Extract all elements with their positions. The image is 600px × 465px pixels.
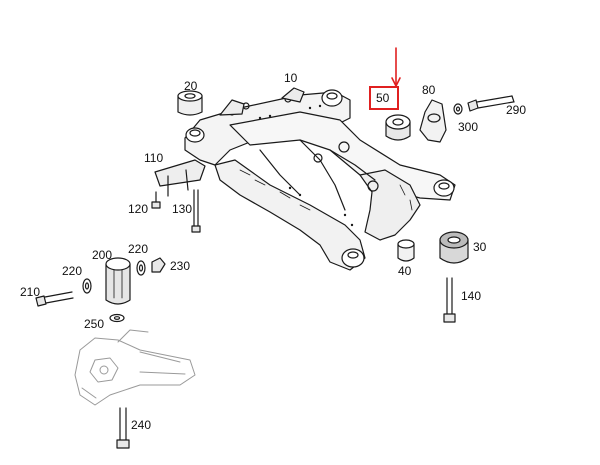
part-290-bolt [467, 95, 515, 112]
label-290: 290 [506, 103, 527, 117]
label-300: 300 [458, 120, 479, 134]
part-80-mount [419, 99, 447, 143]
label-220-right: 220 [128, 242, 149, 256]
label-240: 240 [131, 418, 152, 432]
label-50: 50 [376, 91, 390, 105]
part-230-nut [151, 257, 166, 273]
part-130-bolt [191, 189, 201, 233]
label-230: 230 [170, 259, 191, 273]
rear-axle-carrier [74, 329, 196, 406]
label-80: 80 [422, 83, 436, 97]
label-10: 10 [284, 71, 298, 85]
part-140-bolt [443, 277, 456, 323]
label-20: 20 [184, 79, 198, 93]
label-250: 250 [84, 317, 105, 331]
part-250-washer [109, 313, 125, 323]
part-240-bolt [116, 407, 130, 449]
highlight-arrow [391, 47, 401, 87]
part-50-bushing [385, 114, 411, 141]
part-210-bolt [35, 291, 74, 307]
label-30: 30 [473, 240, 487, 254]
part-110-bracket [154, 159, 206, 197]
part-120-bolt [151, 191, 161, 209]
label-110: 110 [144, 151, 164, 165]
highlight-box-50 [369, 86, 399, 110]
part-40-sleeve [397, 239, 415, 262]
subframe [184, 87, 456, 271]
part-20-bushing [177, 90, 203, 116]
part-220-washer-left [82, 278, 92, 294]
part-300-washer [453, 103, 463, 115]
label-200: 200 [92, 248, 113, 262]
part-30-mount [439, 231, 469, 264]
label-210: 210 [20, 285, 41, 299]
part-220-washer-right [136, 260, 146, 276]
label-130: 130 [172, 202, 193, 216]
label-40: 40 [398, 264, 412, 278]
label-120: 120 [128, 202, 149, 216]
label-220-left: 220 [62, 264, 83, 278]
part-200-bushing [105, 257, 131, 305]
label-140: 140 [461, 289, 482, 303]
